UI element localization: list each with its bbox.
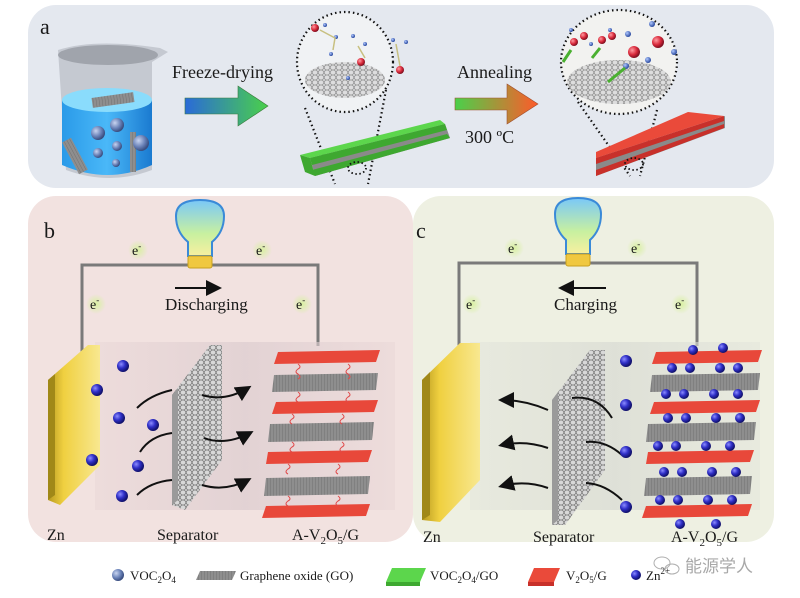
panel-a-letter: a (40, 14, 50, 39)
voc-sphere (133, 135, 149, 151)
lightbulb-icon (174, 198, 226, 269)
magnifier-voc-go (295, 10, 408, 185)
electron-label: e- (504, 238, 524, 258)
green-slab-icon (386, 568, 426, 582)
legend-item-voc: VOC2O4 (112, 568, 176, 585)
cathode-stack (642, 343, 762, 529)
svg-text:e-: e- (296, 295, 305, 313)
separator (552, 350, 605, 525)
panel-c: c e- e- e- e- Charging (413, 196, 774, 549)
legend-item-graphene-oxide: Graphene oxide (GO) (196, 568, 353, 583)
annealing-temperature: 300 ºC (465, 127, 514, 147)
charging-label: Charging (554, 295, 617, 314)
svg-text:e-: e- (466, 295, 475, 313)
zn-ion (620, 355, 632, 367)
zn-ion (117, 360, 129, 372)
graphene-flake (62, 137, 88, 175)
svg-text:VOC2O4: VOC2O4 (130, 568, 176, 585)
zn-anode (422, 343, 480, 522)
svg-text:e-: e- (132, 241, 141, 259)
zn-ions (86, 360, 159, 502)
freeze-drying-label: Freeze-drying (172, 62, 273, 82)
svg-text:VOC2O4/GO: VOC2O4/GO (430, 568, 498, 585)
legend-item-v2o5-g: V2O5/G (528, 568, 607, 586)
zn-ion (116, 490, 128, 502)
voc-sphere (110, 118, 124, 132)
electron-label: e- (292, 294, 312, 314)
panel-b: b e- e- e- e- Discharging (28, 196, 413, 547)
svg-text:e-: e- (90, 295, 99, 313)
beaker-icon (58, 43, 168, 178)
graphene-flake (91, 92, 135, 108)
magnifier-v2o5-g (559, 8, 679, 177)
voc-go-slab (300, 120, 450, 176)
graphene-sheet-icon (196, 571, 236, 580)
zn-ion (620, 399, 632, 411)
zn-ion (113, 412, 125, 424)
cathode-stack (262, 350, 380, 518)
red-slab-icon (528, 568, 560, 582)
annealing-arrow (454, 83, 539, 125)
zn-ion (91, 384, 103, 396)
voc-sphere (93, 148, 103, 158)
separator (172, 345, 222, 510)
svg-text:V2O5/G: V2O5/G (566, 568, 607, 585)
electron-label: e- (252, 240, 272, 260)
legend-item-voc-go: VOC2O4/GO (386, 568, 498, 586)
graphene-flake (130, 132, 136, 172)
zn-ion (86, 454, 98, 466)
ion-flow-arrows (498, 392, 623, 501)
anode-label: Zn (47, 527, 65, 544)
panel-c-letter: c (416, 218, 426, 243)
svg-text:e-: e- (675, 295, 684, 313)
electron-label: e- (627, 238, 647, 258)
svg-text:Graphene oxide (GO): Graphene oxide (GO) (240, 568, 353, 583)
zn-ion (620, 446, 632, 458)
zn-ion (132, 460, 144, 472)
svg-text:e-: e- (256, 241, 265, 259)
separator-label: Separator (533, 529, 595, 546)
wechat-icon (653, 556, 680, 575)
ion-flow-arrows (136, 385, 254, 496)
cathode-label: A-V2O5/G (671, 529, 738, 549)
voc-sphere (112, 159, 120, 167)
anode-label: Zn (423, 529, 441, 546)
legend: VOC2O4 Graphene oxide (GO) VOC2O4/GO V2O… (112, 566, 670, 586)
zn-ions (620, 355, 632, 513)
zn-anode (48, 345, 100, 505)
voc-sphere (112, 141, 122, 151)
svg-text:e-: e- (631, 239, 640, 257)
panel-b-letter: b (44, 218, 55, 243)
intercalated-zn-ions (653, 343, 745, 529)
lightbulb-icon (553, 196, 603, 267)
svg-text:e-: e- (508, 239, 517, 257)
zn-ion (147, 419, 159, 431)
voc-sphere-icon (112, 569, 124, 581)
panel-a: a Freeze-drying (28, 5, 774, 188)
watermark: 能源学人 (653, 556, 753, 577)
watermark-text: 能源学人 (685, 557, 753, 577)
discharging-label: Discharging (165, 295, 248, 314)
linker-springs (285, 363, 351, 507)
cathode-label: A-V2O5/G (292, 527, 359, 547)
electron-label: e- (86, 294, 106, 314)
freeze-drying-arrow (184, 85, 269, 127)
electron-label: e- (671, 294, 691, 314)
v2o5-g-slab (596, 112, 725, 176)
voc-sphere (91, 126, 105, 140)
annealing-label: Annealing (457, 62, 532, 82)
separator-label: Separator (157, 527, 219, 544)
zn-ion-icon (631, 570, 641, 580)
electron-label: e- (128, 240, 148, 260)
electron-label: e- (462, 294, 482, 314)
zn-ion (620, 501, 632, 513)
